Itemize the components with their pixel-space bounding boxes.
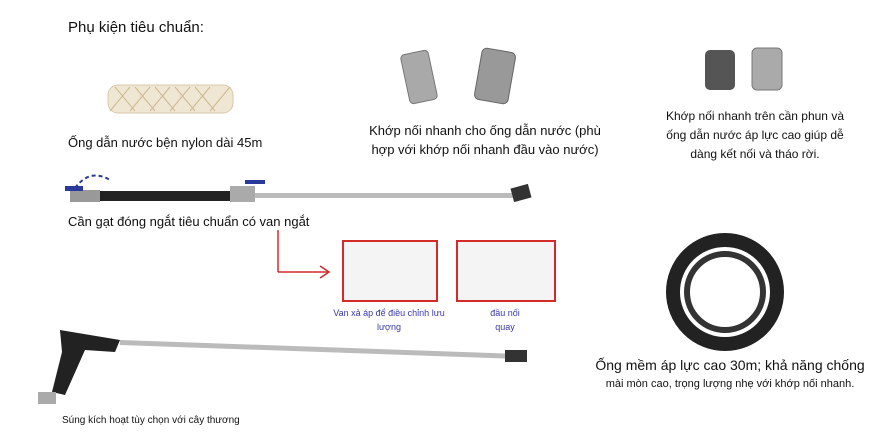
hp-hose-image bbox=[666, 233, 784, 351]
swivel-caption: đầu nối quay bbox=[470, 306, 540, 334]
caption-line: đầu nối bbox=[490, 308, 520, 318]
lance-image bbox=[65, 174, 532, 203]
caption-line: Khớp nối nhanh cho ống dẫn nước (phù bbox=[369, 123, 601, 138]
caption-line: dàng kết nối và tháo rời. bbox=[690, 147, 820, 161]
quick-coupler-caption: Khớp nối nhanh trên cần phun và ống dẫn … bbox=[635, 107, 875, 164]
nylon-hose-image bbox=[107, 84, 234, 114]
swivel-detail-image bbox=[456, 240, 556, 302]
red-arrow-icon bbox=[277, 230, 331, 279]
valve-caption: Van xả áp để điều chỉnh lưu lượng bbox=[333, 308, 445, 332]
caption-line: Khớp nối nhanh trên cần phun và bbox=[665, 109, 844, 123]
caption-line: Ống mềm áp lực cao 30m; khả năng chống bbox=[595, 357, 865, 373]
spray-gun-image bbox=[38, 330, 527, 404]
gun-caption: Súng kích hoạt tùy chọn với cây thương bbox=[62, 415, 240, 426]
nylon-hose-caption: Ống dẫn nước bện nylon dài 45m bbox=[68, 135, 263, 150]
caption-line: quay bbox=[495, 322, 515, 332]
water-coupler-image bbox=[400, 47, 516, 105]
caption-line: mài mòn cao, trọng lượng nhẹ với khớp nố… bbox=[605, 378, 855, 390]
quick-coupler-image bbox=[705, 47, 783, 91]
hp-hose-caption: Ống mềm áp lực cao 30m; khả năng chống m… bbox=[580, 356, 880, 394]
page-heading: Phụ kiện tiêu chuẩn: bbox=[68, 19, 204, 36]
caption-line: hợp với khớp nối nhanh đầu vào nước) bbox=[371, 142, 599, 157]
valve-detail-image bbox=[342, 240, 438, 302]
lance-caption: Cần gạt đóng ngắt tiêu chuẩn có van ngắt bbox=[68, 214, 310, 229]
water-coupler-caption: Khớp nối nhanh cho ống dẫn nước (phù hợp… bbox=[350, 121, 620, 159]
caption-line: ống dẫn nước áp lực cao giúp dễ bbox=[666, 128, 844, 142]
